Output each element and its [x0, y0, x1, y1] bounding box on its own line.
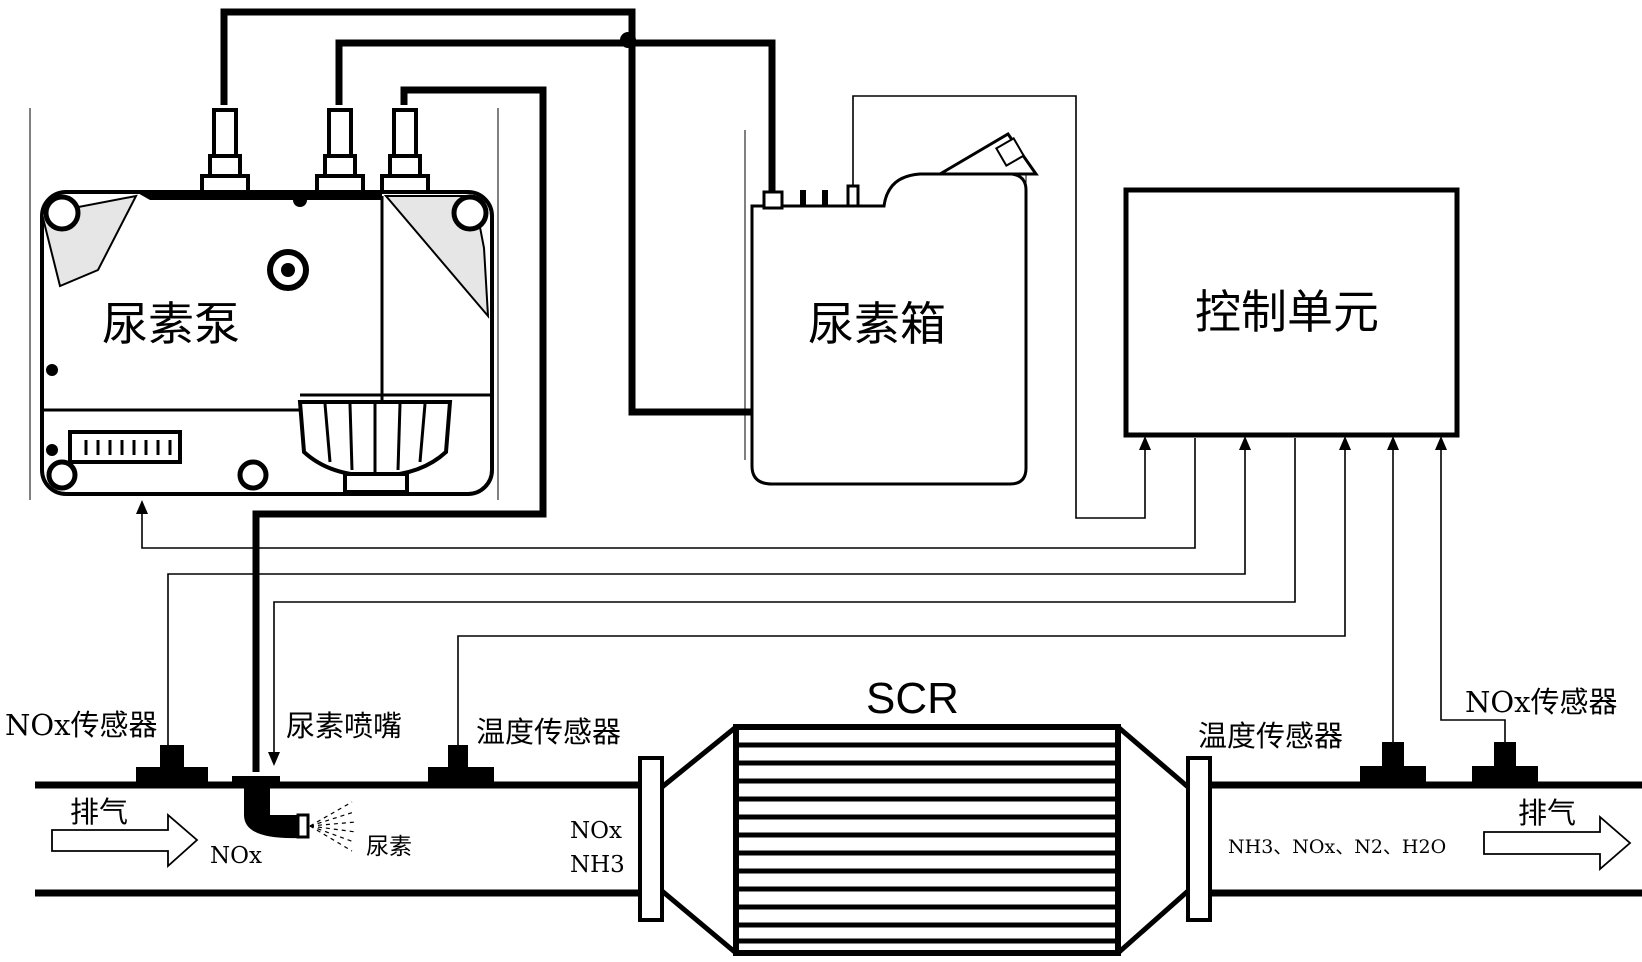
scr-catalyst: SCR [640, 674, 1210, 953]
control-unit-label: 控制单元 [1195, 285, 1379, 339]
nox-sensor-upstream-label: NOx传感器 [5, 708, 158, 742]
mix-nox-label: NOx [570, 818, 622, 844]
arrow-to-cu-4 [1387, 436, 1399, 450]
arrow-to-cu-1 [1139, 436, 1151, 450]
tank-port [764, 192, 782, 208]
nox-sensor-downstream [1472, 742, 1538, 783]
urea-pump-label: 尿素泵 [102, 297, 240, 351]
pump-mount-hole-tl [46, 197, 78, 229]
exhaust-out-label: 排气 [1518, 796, 1576, 830]
pump-mount-hole-br [240, 462, 266, 488]
urea-pump: 尿素泵 [30, 108, 498, 500]
temp-sensor-downstream [1360, 742, 1426, 783]
arrow-to-nozzle [268, 752, 280, 766]
urea-tank: 尿素箱 [745, 130, 1036, 484]
scr-flange-right [1188, 758, 1210, 920]
tank-level-sensor-port [848, 186, 858, 206]
arrow-to-cu-5 [1435, 436, 1447, 450]
temp-sensor-downstream-label: 温度传感器 [1198, 719, 1343, 753]
urea-spray [310, 802, 356, 851]
nox-gas-label: NOx [210, 843, 262, 869]
nox-sensor-upstream [136, 745, 208, 783]
nozzle-body [244, 786, 300, 838]
arrow-to-cu-3 [1339, 436, 1351, 450]
scr-flange-left [640, 758, 662, 920]
pump-port-3 [382, 110, 428, 192]
nox-sensor-downstream-label: NOx传感器 [1465, 685, 1618, 719]
pump-mount-hole-tr [454, 197, 486, 229]
exhaust-in-label: 排气 [70, 795, 128, 829]
urea-nozzle-label: 尿素喷嘴 [286, 709, 402, 743]
line-junction-dot [620, 32, 636, 48]
scr-label: SCR [866, 674, 959, 723]
arrow-to-pump [136, 500, 148, 514]
control-unit: 控制单元 [1126, 190, 1457, 435]
mix-nh3-label: NH3 [570, 852, 625, 878]
pump-port-1 [202, 110, 248, 192]
temp-sensor-upstream-label: 温度传感器 [476, 715, 621, 749]
urea-tank-label: 尿素箱 [808, 297, 946, 351]
outlet-gases-label: NH3、NOx、N2、H2O [1228, 836, 1446, 858]
temp-sensor-upstream [428, 745, 494, 783]
pump-mount-hole-bl [49, 462, 75, 488]
arrow-to-cu-2 [1239, 436, 1251, 450]
urea-spray-label: 尿素 [366, 834, 412, 860]
pump-port-2 [317, 110, 363, 192]
